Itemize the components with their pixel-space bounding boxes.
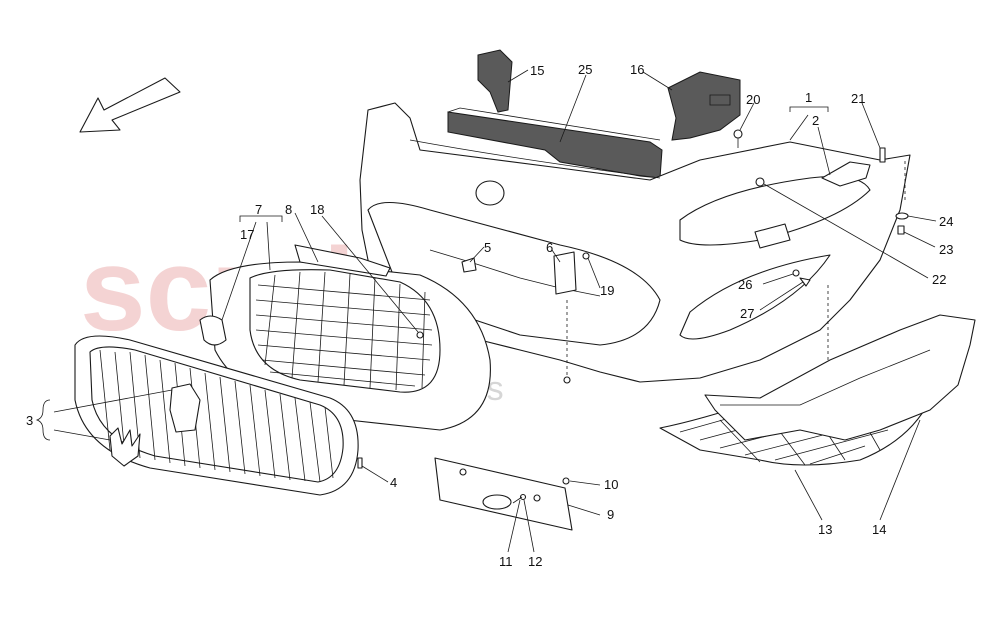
brace-marks — [35, 106, 829, 441]
leader-lines — [53, 69, 937, 553]
part-15-bracket — [477, 49, 513, 113]
callout-19: 19 — [600, 283, 614, 298]
front-bumper-body — [359, 102, 911, 383]
part-17-cap — [199, 315, 227, 346]
callout-5: 5 — [484, 240, 491, 255]
callout-10: 10 — [604, 477, 618, 492]
callout-12: 12 — [528, 554, 542, 569]
callout-25: 25 — [578, 62, 592, 77]
callout-17: 17 — [240, 227, 254, 242]
callout-27: 27 — [740, 306, 754, 321]
part-8-trim — [294, 244, 391, 277]
part-25-upper-crossmember — [447, 107, 663, 179]
fasteners — [461, 129, 909, 440]
callout-15: 15 — [530, 63, 544, 78]
part-22-screw — [755, 177, 765, 187]
trident-badge-icon — [109, 427, 141, 467]
part-10-screw — [562, 477, 570, 485]
part-12-washer — [519, 493, 527, 501]
callout-7: 7 — [255, 202, 262, 217]
part-2-side-bracket — [821, 161, 871, 187]
part-21-stud — [879, 147, 886, 163]
callout-11: 11 — [499, 554, 513, 569]
part-23-nut — [897, 225, 905, 235]
callout-26: 26 — [738, 277, 752, 292]
callout-13: 13 — [818, 522, 832, 537]
part-19-screw — [582, 252, 590, 260]
part-16-air-duct — [667, 71, 741, 141]
part-20-screw — [733, 129, 743, 139]
part-18-screw — [416, 331, 424, 339]
callout-6: 6 — [546, 240, 553, 255]
part-9-plate-support — [434, 457, 573, 531]
callout-22: 22 — [932, 272, 946, 287]
part-14-side-duct — [704, 314, 976, 441]
arrow-down-left-icon — [79, 77, 181, 133]
callout-16: 16 — [630, 62, 644, 77]
callout-9: 9 — [607, 507, 614, 522]
callout-24: 24 — [939, 214, 953, 229]
part-5-clip — [461, 257, 477, 273]
part-4-screw — [357, 457, 363, 469]
callout-14: 14 — [872, 522, 886, 537]
callout-18: 18 — [310, 202, 324, 217]
callout-23: 23 — [939, 242, 953, 257]
callout-2: 2 — [812, 113, 819, 128]
part-6-bracket — [553, 251, 577, 295]
callout-3: 3 — [26, 413, 33, 428]
bottom-screw — [563, 376, 571, 384]
part-26-clip — [792, 269, 800, 277]
callout-21: 21 — [851, 91, 865, 106]
callout-1: 1 — [805, 90, 812, 105]
callout-labels: 1 2 3 4 5 6 7 8 9 10 11 12 13 14 15 16 1… — [26, 62, 953, 569]
part-3-front-grille — [74, 335, 363, 496]
part-24-washer — [895, 212, 909, 220]
callout-8: 8 — [285, 202, 292, 217]
callout-20: 20 — [746, 92, 760, 107]
callout-4: 4 — [390, 475, 397, 490]
